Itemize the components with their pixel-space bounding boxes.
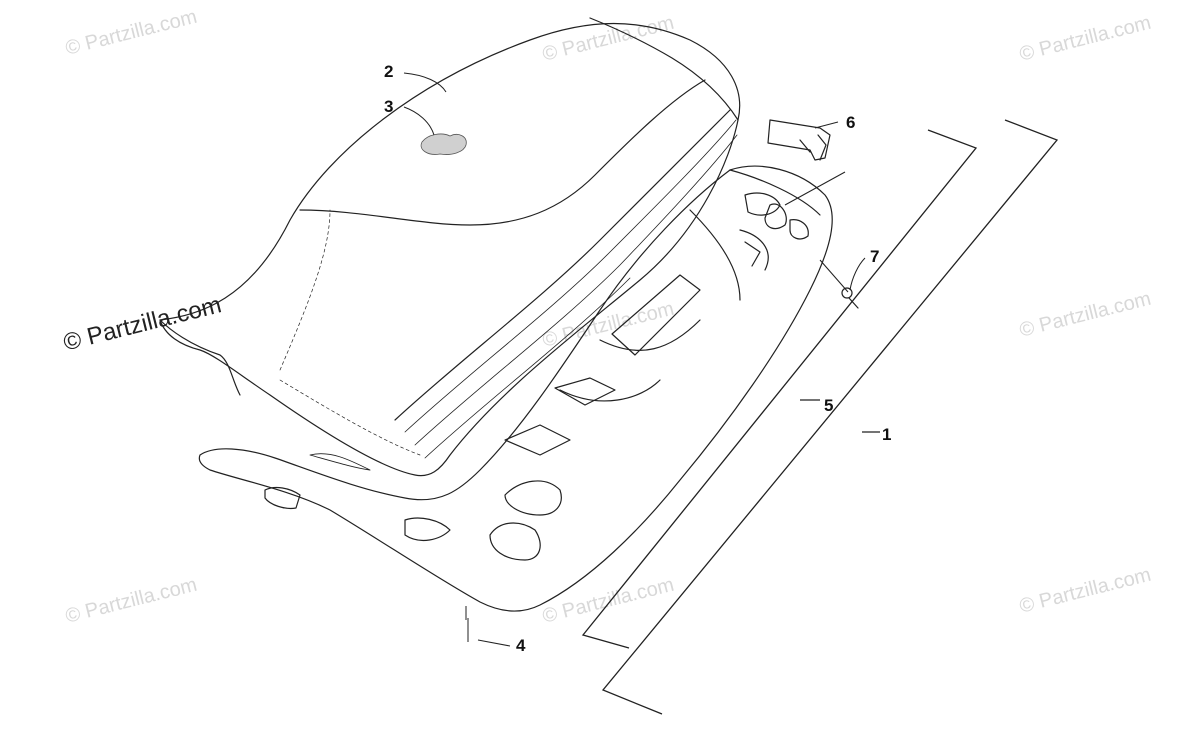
seat-cover-top-panel bbox=[299, 79, 706, 226]
seat-pan-rib bbox=[504, 424, 571, 456]
seat-cover-side bbox=[159, 319, 241, 396]
leader-6 bbox=[814, 121, 839, 129]
leader-7b bbox=[819, 259, 849, 293]
seat-pan-outline bbox=[198, 165, 833, 612]
seat-pan-rib bbox=[554, 377, 616, 406]
callout-1: 1 bbox=[882, 425, 892, 444]
bracket-5 bbox=[581, 129, 978, 649]
leader-6b bbox=[784, 171, 846, 206]
callout-2: 2 bbox=[384, 62, 394, 81]
bracket-1 bbox=[601, 119, 1059, 715]
leader-4 bbox=[467, 618, 511, 647]
seat-pan-rib bbox=[611, 274, 701, 356]
leader-3 bbox=[403, 106, 435, 136]
callout-4: 4 bbox=[516, 636, 526, 655]
foam-pad bbox=[420, 133, 467, 155]
seat-cover-outline bbox=[159, 22, 741, 477]
leader-7 bbox=[849, 257, 866, 291]
callout-7: 7 bbox=[870, 247, 880, 266]
callout-5: 5 bbox=[824, 396, 834, 415]
screw bbox=[841, 287, 853, 299]
leader-2 bbox=[403, 72, 447, 93]
callout-6: 6 bbox=[846, 113, 856, 132]
seat-pan-pocket bbox=[504, 480, 562, 516]
callout-3: 3 bbox=[384, 97, 394, 116]
